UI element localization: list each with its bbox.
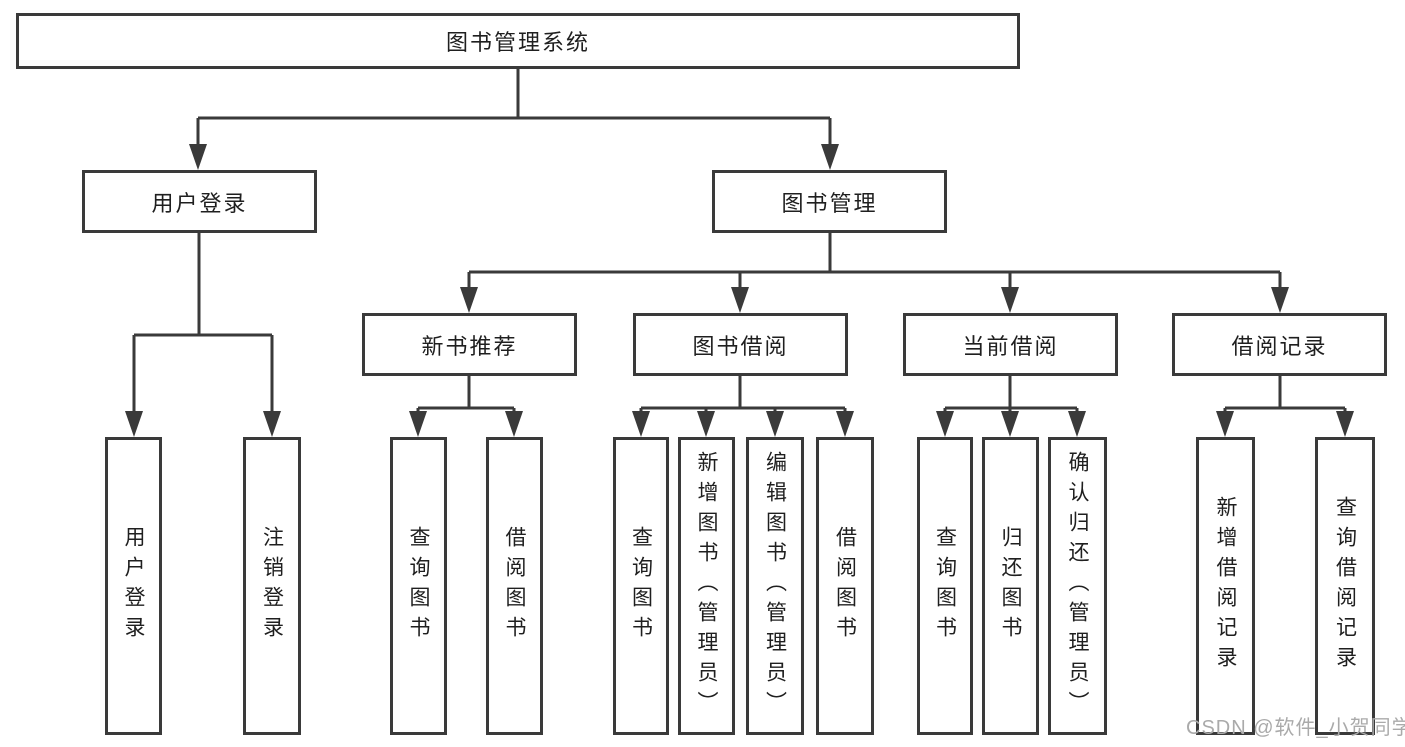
- leaf-edit-books-admin-label: 编辑图书（管理员）: [763, 451, 787, 721]
- leaf-logout: 注销登录: [243, 437, 301, 735]
- leaf-return-books: 归还图书: [982, 437, 1039, 735]
- connector-user-login-group: [132, 233, 274, 414]
- connector-borrow-group: [639, 376, 847, 414]
- leaf-logout-label: 注销登录: [260, 526, 284, 646]
- node-new-book-recommend: 新书推荐: [362, 313, 577, 376]
- node-book-borrowing: 图书借阅: [633, 313, 848, 376]
- leaf-borrow-books-2-label: 借阅图书: [833, 526, 857, 646]
- leaf-query-books-3-label: 查询图书: [933, 526, 957, 646]
- connector-records-group: [1223, 376, 1347, 414]
- leaf-borrow-books-1-label: 借阅图书: [503, 526, 526, 646]
- leaf-add-borrow-record: 新增借阅记录: [1196, 437, 1255, 735]
- leaf-edit-books-admin: 编辑图书（管理员）: [746, 437, 804, 735]
- leaf-borrow-books-1: 借阅图书: [486, 437, 543, 735]
- leaf-query-books-1-label: 查询图书: [407, 526, 430, 646]
- node-current-borrowing: 当前借阅: [903, 313, 1118, 376]
- leaf-confirm-return-admin-label: 确认归还（管理员）: [1066, 451, 1089, 721]
- node-book-management: 图书管理: [712, 170, 947, 233]
- leaf-confirm-return-admin: 确认归还（管理员）: [1048, 437, 1107, 735]
- connector-new-books-group: [416, 376, 516, 414]
- node-user-login: 用户登录: [82, 170, 317, 233]
- leaf-query-books-1: 查询图书: [390, 437, 447, 735]
- connector-book-mgmt-group: [467, 233, 1282, 290]
- leaf-user-login-label: 用户登录: [122, 526, 145, 646]
- leaf-query-books-3: 查询图书: [917, 437, 973, 735]
- leaf-borrow-books-2: 借阅图书: [816, 437, 874, 735]
- leaf-add-books-admin: 新增图书（管理员）: [678, 437, 735, 735]
- leaf-query-books-2: 查询图书: [613, 437, 669, 735]
- leaf-query-books-2-label: 查询图书: [629, 526, 653, 646]
- connector-current-group: [943, 376, 1079, 414]
- leaf-add-borrow-record-label: 新增借阅记录: [1214, 496, 1237, 676]
- node-borrow-records: 借阅记录: [1172, 313, 1387, 376]
- node-library-management-system: 图书管理系统: [16, 13, 1020, 69]
- connector-root-to-level2: [196, 69, 832, 146]
- leaf-add-books-admin-label: 新增图书（管理员）: [695, 451, 718, 721]
- csdn-watermark: CSDN @软件_小贺同学: [1186, 717, 1405, 739]
- leaf-query-borrow-record-label: 查询借阅记录: [1333, 496, 1357, 676]
- leaf-return-books-label: 归还图书: [999, 526, 1022, 646]
- leaf-query-borrow-record: 查询借阅记录: [1315, 437, 1375, 735]
- leaf-user-login: 用户登录: [105, 437, 162, 735]
